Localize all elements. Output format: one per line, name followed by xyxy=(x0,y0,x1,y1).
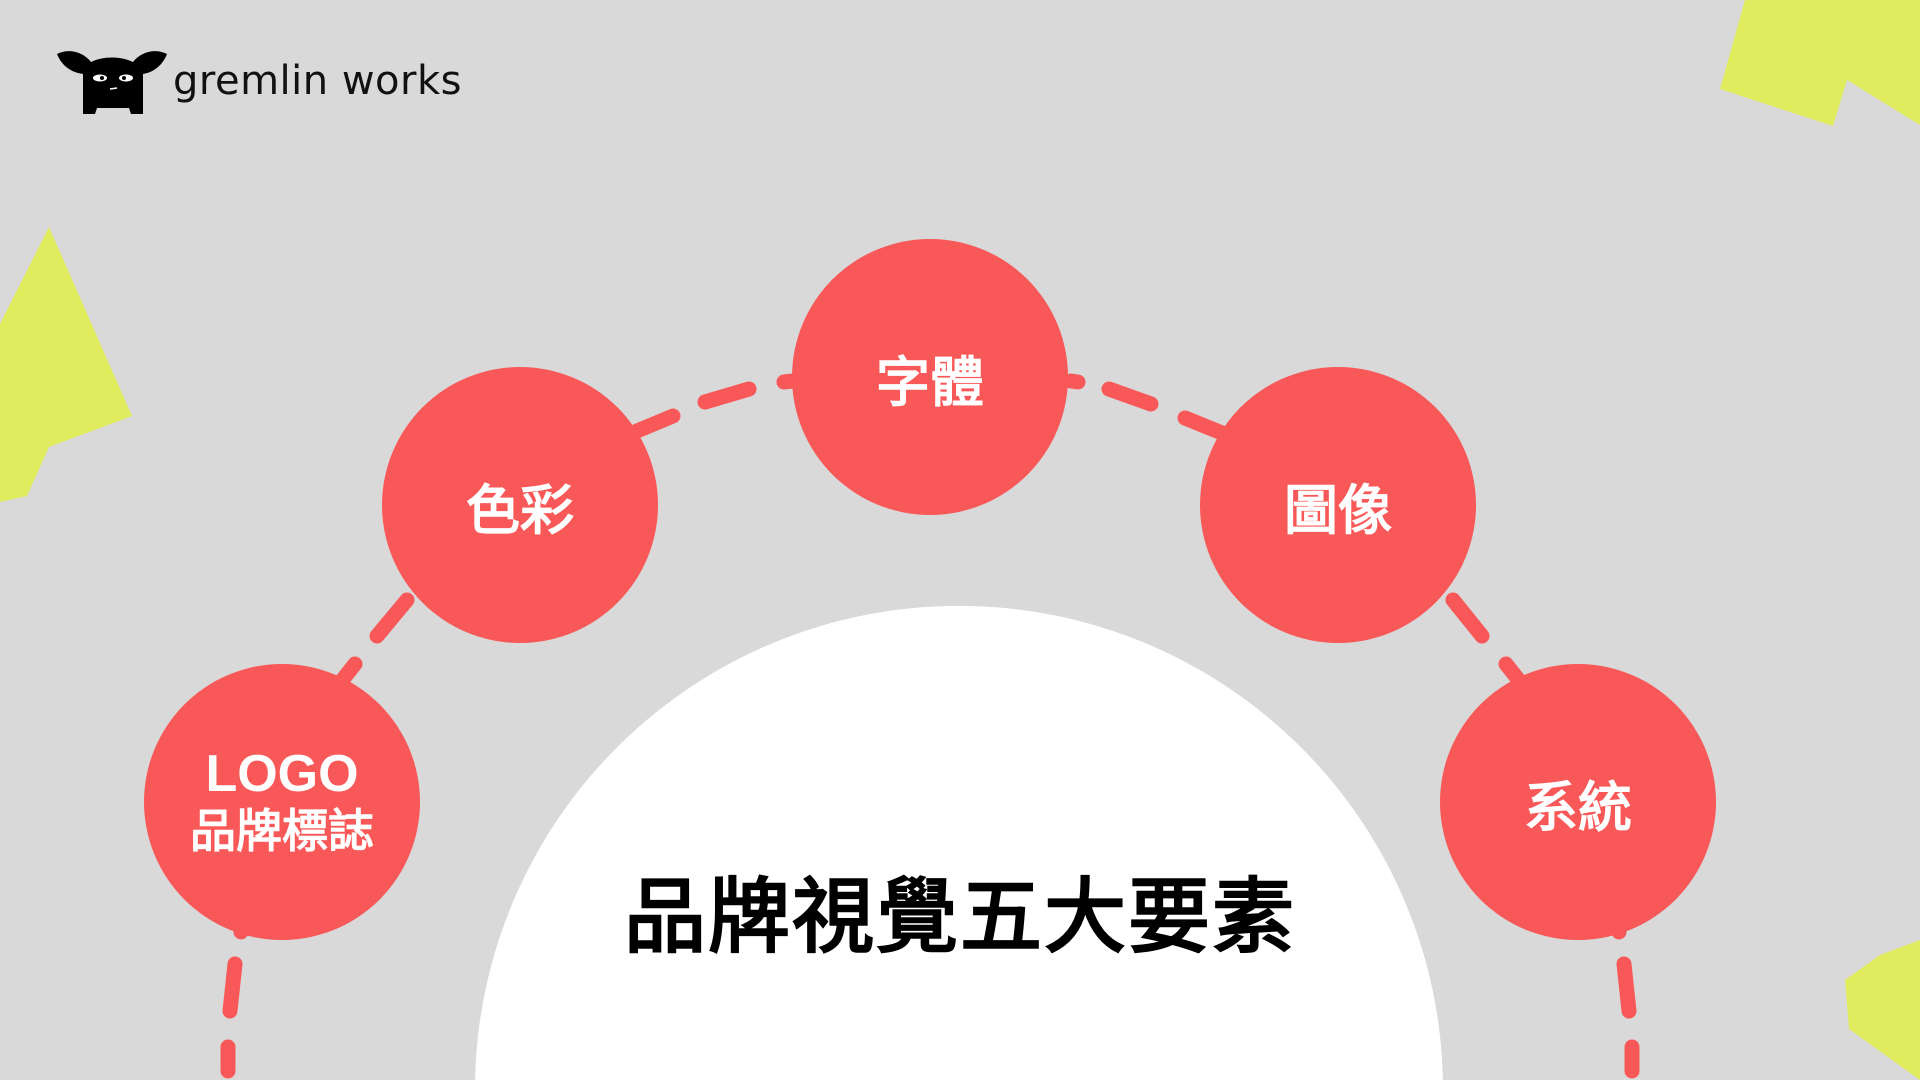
element-system: 系統 xyxy=(1440,664,1716,940)
element-typography-label: 字體 xyxy=(876,350,984,414)
element-color-label: 色彩 xyxy=(466,478,574,542)
element-imagery: 圖像 xyxy=(1200,367,1476,643)
element-typography: 字體 xyxy=(792,239,1068,515)
yellow-shape-left xyxy=(0,227,132,502)
gremlin-mascot-icon xyxy=(57,51,167,114)
element-logo-label: LOGO xyxy=(205,744,359,803)
yellow-shape-top-right xyxy=(1720,0,1920,126)
element-system-label: 系統 xyxy=(1524,775,1632,839)
element-logo-sublabel: 品牌標誌 xyxy=(190,804,374,859)
yellow-shape-bottom-right xyxy=(1845,940,1920,1080)
center-semicircle xyxy=(475,605,1443,1080)
element-color: 色彩 xyxy=(382,367,658,643)
brand-logo: gremlin works xyxy=(55,48,462,120)
element-imagery-label: 圖像 xyxy=(1284,478,1392,542)
brand-name: gremlin works xyxy=(173,58,462,104)
page-title: 品牌視覺五大要素 xyxy=(623,870,1296,965)
dashed-connector xyxy=(220,373,1640,1079)
element-logo: LOGO 品牌標誌 xyxy=(144,664,420,940)
